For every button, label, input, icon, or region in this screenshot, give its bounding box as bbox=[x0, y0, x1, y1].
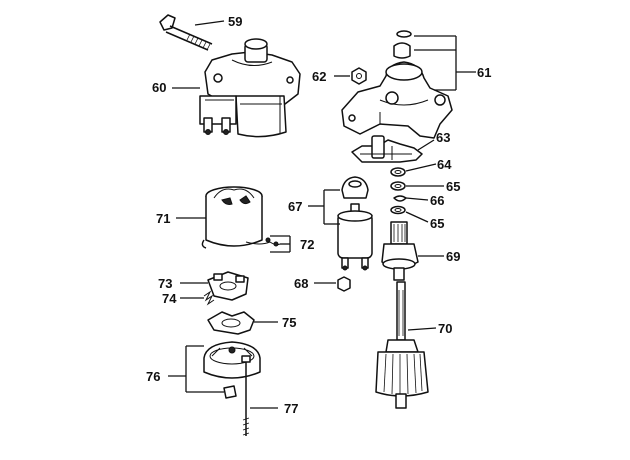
callout-75: 75 bbox=[282, 315, 296, 330]
callout-70: 70 bbox=[438, 321, 452, 336]
part-60-starter-assembly bbox=[199, 38, 301, 138]
callout-64: 64 bbox=[437, 157, 452, 172]
part-66-clip bbox=[393, 195, 407, 202]
callout-67: 67 bbox=[288, 199, 302, 214]
callout-60: 60 bbox=[152, 80, 166, 95]
part-65-washer-upper bbox=[390, 181, 406, 191]
callout-77: 77 bbox=[284, 401, 298, 416]
callout-59: 59 bbox=[228, 14, 242, 29]
callout-65-upper: 65 bbox=[446, 179, 460, 194]
part-70-armature bbox=[375, 281, 429, 409]
callout-labels: 59 60 61 62 63 64 65 66 65 67 68 69 70 7… bbox=[146, 14, 491, 416]
part-77-screw bbox=[241, 355, 251, 436]
part-73-brush-holder bbox=[207, 271, 249, 301]
part-63-brush-plate bbox=[351, 135, 423, 163]
part-67-solenoid bbox=[337, 176, 373, 271]
part-75-spring-plate bbox=[207, 311, 255, 335]
callout-69: 69 bbox=[446, 249, 460, 264]
callout-61: 61 bbox=[477, 65, 491, 80]
part-71-field-housing bbox=[201, 186, 281, 249]
part-61-drive-housing bbox=[341, 30, 453, 139]
callout-74: 74 bbox=[162, 291, 177, 306]
callout-73: 73 bbox=[158, 276, 172, 291]
callout-63: 63 bbox=[436, 130, 450, 145]
part-74-spring bbox=[203, 290, 215, 306]
callout-76: 76 bbox=[146, 369, 160, 384]
part-65-washer-lower bbox=[390, 205, 406, 215]
part-68-nut bbox=[337, 276, 351, 292]
part-59-bolt bbox=[159, 14, 213, 51]
part-76-end-cover bbox=[203, 341, 261, 399]
part-69-pinion bbox=[381, 221, 419, 281]
callout-66: 66 bbox=[430, 193, 444, 208]
callout-68: 68 bbox=[294, 276, 308, 291]
leader-lines bbox=[168, 20, 476, 409]
callout-71: 71 bbox=[156, 211, 170, 226]
callout-72: 72 bbox=[300, 237, 314, 252]
part-64-washer bbox=[390, 167, 406, 177]
part-62-nut bbox=[351, 67, 367, 85]
callout-62: 62 bbox=[312, 69, 326, 84]
callout-65-lower: 65 bbox=[430, 216, 444, 231]
